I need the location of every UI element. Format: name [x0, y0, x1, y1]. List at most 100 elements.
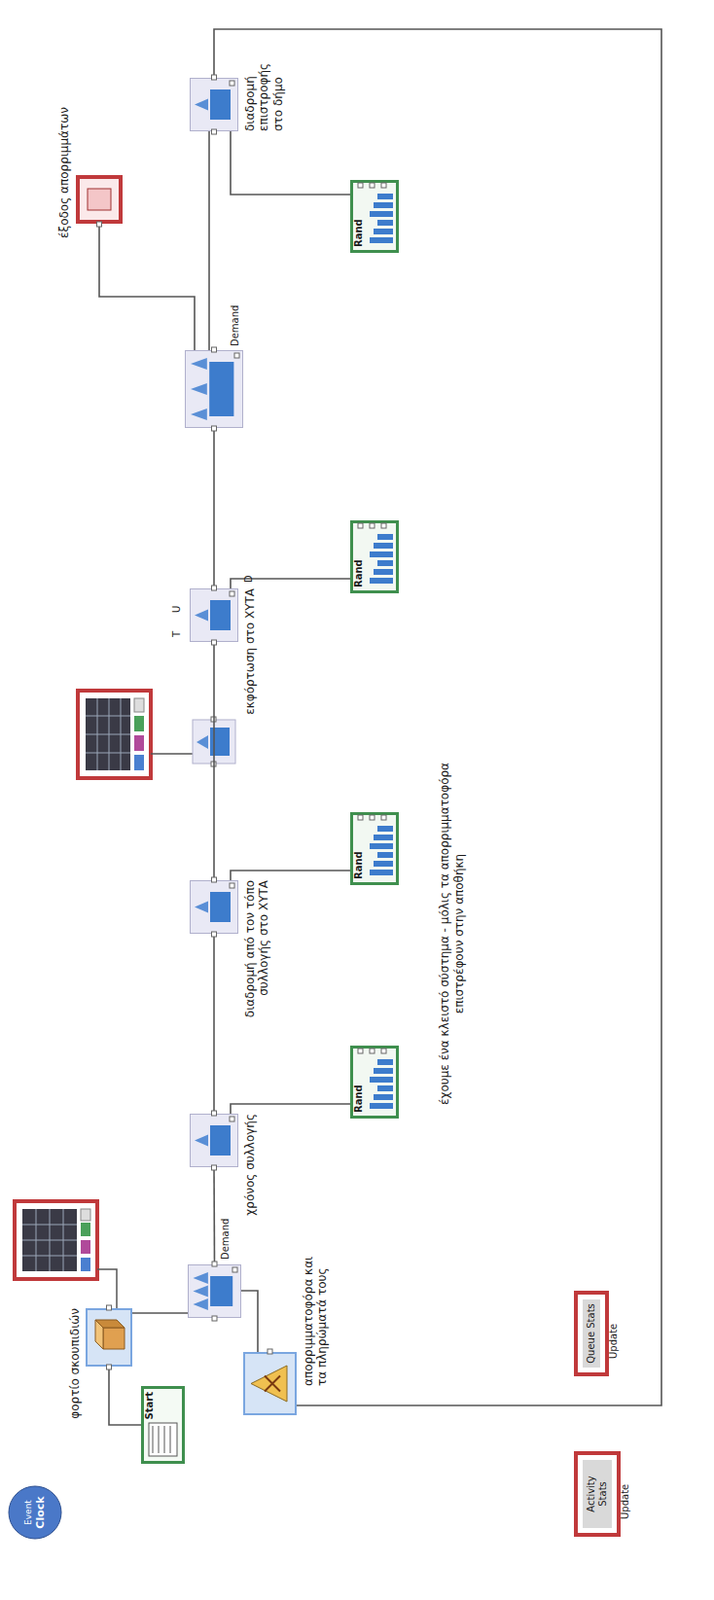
- cube-front: [103, 1327, 125, 1350]
- plotter-frame: [77, 690, 151, 779]
- histogram-bar: [373, 542, 393, 549]
- port-square: [212, 129, 217, 135]
- histogram-bar: [377, 825, 393, 832]
- block-frame: [190, 1114, 239, 1168]
- plotter-block: [14, 1201, 98, 1280]
- block-frame: [190, 589, 239, 643]
- batch-block: φορτίο σκουπιδιών: [85, 1308, 133, 1367]
- plotter-grid: [22, 1209, 77, 1272]
- block-frame: [190, 78, 239, 132]
- block-body: [210, 892, 231, 923]
- flow-arrow: [190, 383, 208, 395]
- block-label: Rand: [353, 218, 365, 248]
- port-square: [97, 221, 103, 227]
- histogram-bar: [369, 237, 393, 244]
- plotter-port: [134, 735, 144, 751]
- item-connector: [230, 1104, 351, 1114]
- histogram-bar: [369, 1076, 393, 1083]
- port-square: [232, 1267, 238, 1273]
- stats-block: Activity StatsUpdate: [573, 1451, 621, 1537]
- item-connector: [213, 1167, 215, 1265]
- port-square: [212, 426, 217, 431]
- port-square: [212, 877, 217, 883]
- keyboard-key: [164, 1426, 166, 1454]
- port-square: [107, 1364, 112, 1370]
- block-body: [210, 1276, 233, 1307]
- block-caption: διαδρομή από τον τόπο συλλογής στο ΧΥΤΑ: [243, 880, 272, 1027]
- port-square: [369, 1048, 375, 1054]
- block-caption: Update: [619, 1484, 632, 1520]
- histogram-bar: [369, 1103, 393, 1109]
- start-block: Start: [141, 1386, 185, 1464]
- flow-arrow: [194, 1135, 209, 1147]
- exit-block: έξοδος απορριμμάτων: [75, 175, 123, 224]
- histogram-bar: [373, 834, 393, 841]
- random-number-block: Rand: [350, 1045, 399, 1119]
- port-square: [267, 1349, 273, 1355]
- keyboard-key: [152, 1426, 154, 1454]
- block-caption: Update: [607, 1323, 620, 1359]
- port-square: [357, 523, 363, 529]
- block-frame: [244, 1353, 296, 1415]
- port-square: [229, 591, 235, 597]
- port-square: [212, 1165, 217, 1171]
- port-square: [107, 1305, 112, 1311]
- port-square: [212, 585, 217, 591]
- keyboard-icon: [148, 1423, 178, 1457]
- histogram-bar: [373, 1094, 393, 1101]
- pool-icon: [264, 1376, 281, 1393]
- block-label: Queue Stats: [582, 1299, 601, 1368]
- exit-frame: [77, 177, 121, 222]
- plotter-port: [80, 1209, 91, 1221]
- pool-icon: [250, 1365, 287, 1402]
- flow-arrow: [193, 1285, 209, 1298]
- port-square: [381, 1048, 387, 1054]
- plotter-grid: [85, 698, 131, 771]
- port-square: [229, 1116, 235, 1122]
- rand-frame: [352, 1047, 398, 1118]
- port-square: [357, 182, 363, 188]
- block-caption: φορτίο σκουπιδιών: [68, 1308, 82, 1420]
- start-frame: [142, 1388, 184, 1464]
- histogram-bar: [373, 569, 393, 575]
- flow-arrow: [193, 1298, 209, 1311]
- port-square: [357, 1048, 363, 1054]
- activity-block: χρόνος συλλογής: [189, 1113, 239, 1168]
- cube-side: [95, 1320, 125, 1328]
- histogram-bar: [373, 860, 393, 867]
- block-label: Start: [143, 1392, 156, 1420]
- block-icon: [243, 1352, 297, 1416]
- block-icon: [184, 350, 244, 429]
- block-caption: χρόνος συλλογής: [243, 1113, 257, 1216]
- port-square: [212, 347, 217, 353]
- histogram-bar: [377, 219, 393, 226]
- port-square: [381, 523, 387, 529]
- port-square: [212, 1261, 217, 1267]
- histogram-bar: [377, 534, 393, 540]
- block-label: Activity Stats: [582, 1460, 612, 1529]
- histogram-bar: [369, 869, 393, 876]
- port-square: [229, 80, 235, 86]
- clock-face: [8, 1486, 62, 1539]
- split-block: Demand: [184, 350, 244, 429]
- port-square: [369, 182, 375, 188]
- block-caption: εκφόρτωση στο ΧΥΤΑ: [243, 588, 257, 715]
- item-connector: [230, 131, 351, 195]
- flow-arrow: [194, 901, 209, 914]
- histogram-bar: [369, 551, 393, 558]
- block-icon: [85, 1308, 133, 1367]
- port-square: [357, 815, 363, 821]
- plotter-frame: [14, 1201, 98, 1280]
- item-connector: [208, 131, 211, 351]
- activity-block: εκφόρτωση στο ΧΥΤΑ: [189, 588, 239, 643]
- merge-block: Demand: [187, 1264, 242, 1319]
- plotter-port: [80, 1257, 91, 1272]
- block-caption: Demand: [229, 305, 242, 347]
- item-connector: [213, 933, 215, 1114]
- item-connector: [213, 642, 215, 881]
- block-body: [209, 361, 234, 417]
- item-connector: [213, 428, 215, 589]
- block-icon: [187, 1264, 242, 1319]
- plotter-port: [80, 1222, 91, 1237]
- port-square: [381, 815, 387, 821]
